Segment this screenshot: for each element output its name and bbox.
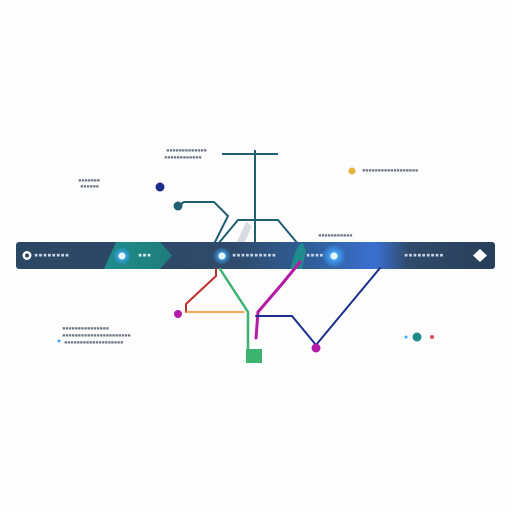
bar-scribble-4: ▪▪▪▪	[306, 251, 324, 259]
highlight-shape	[236, 222, 252, 244]
route-magenta	[254, 260, 302, 340]
scribble-text-bottom-1: ▪▪▪▪▪▪▪▪▪▪▪▪▪▪▪	[62, 325, 109, 332]
route-green-terminal	[246, 349, 262, 363]
node-blue-left	[57, 339, 61, 343]
node-gold	[348, 167, 356, 175]
route-red	[185, 268, 217, 313]
node-blue-small	[404, 335, 408, 339]
scribble-text-left-1: ▪▪▪▪▪▪▪	[78, 177, 100, 184]
scribble-text-bottom-2: ▪▪▪▪▪▪▪▪▪▪▪▪▪▪▪▪▪▪▪▪▪▪	[62, 332, 131, 339]
bar-light-1-core	[118, 252, 126, 260]
route-green	[218, 267, 250, 358]
scribble-text-left-2: ▪▪▪▪▪▪	[80, 183, 99, 190]
diamond-icon	[473, 249, 487, 262]
scribble-text-bottom-3: ▪▪▪▪▪▪▪▪▪▪▪▪▪▪▪▪▪▪▪	[64, 339, 124, 346]
node-magenta-bottom	[311, 343, 321, 353]
node-navy-left	[155, 182, 165, 192]
bar-light-2-core	[218, 252, 226, 260]
bar-scribble-3: ▪▪▪▪▪▪▪▪▪▪	[232, 251, 277, 259]
node-teal-right	[412, 332, 422, 342]
node-teal-left	[173, 201, 183, 211]
route-navy-magenta	[255, 267, 381, 346]
node-magenta-left	[174, 310, 182, 318]
scribble-text-above-bar: ▪▪▪▪▪▪▪▪▪▪▪	[318, 232, 353, 239]
upper-branch-lines	[177, 150, 299, 245]
bar-small-chevron	[290, 242, 306, 269]
circle-node-icon	[22, 251, 32, 260]
scribble-text-right-top: ▪▪▪▪▪▪▪▪▪▪▪▪▪▪▪▪▪▪	[362, 167, 419, 174]
scribble-text-top-1: ▪▪▪▪▪▪▪▪▪▪▪▪▪	[166, 147, 207, 154]
bar-scribble-2: ▪▪▪	[138, 251, 152, 259]
scribble-text-top-2: ▪▪▪▪▪▪▪▪▪▪▪▪	[164, 154, 202, 161]
lower-routes	[185, 260, 381, 358]
bar-scribble-1: ▪▪▪▪▪▪▪▪	[34, 251, 70, 259]
bar-light-3-core	[330, 252, 338, 260]
bar-scribble-5: ▪▪▪▪▪▪▪▪▪	[404, 251, 444, 259]
node-red-small	[430, 335, 434, 339]
